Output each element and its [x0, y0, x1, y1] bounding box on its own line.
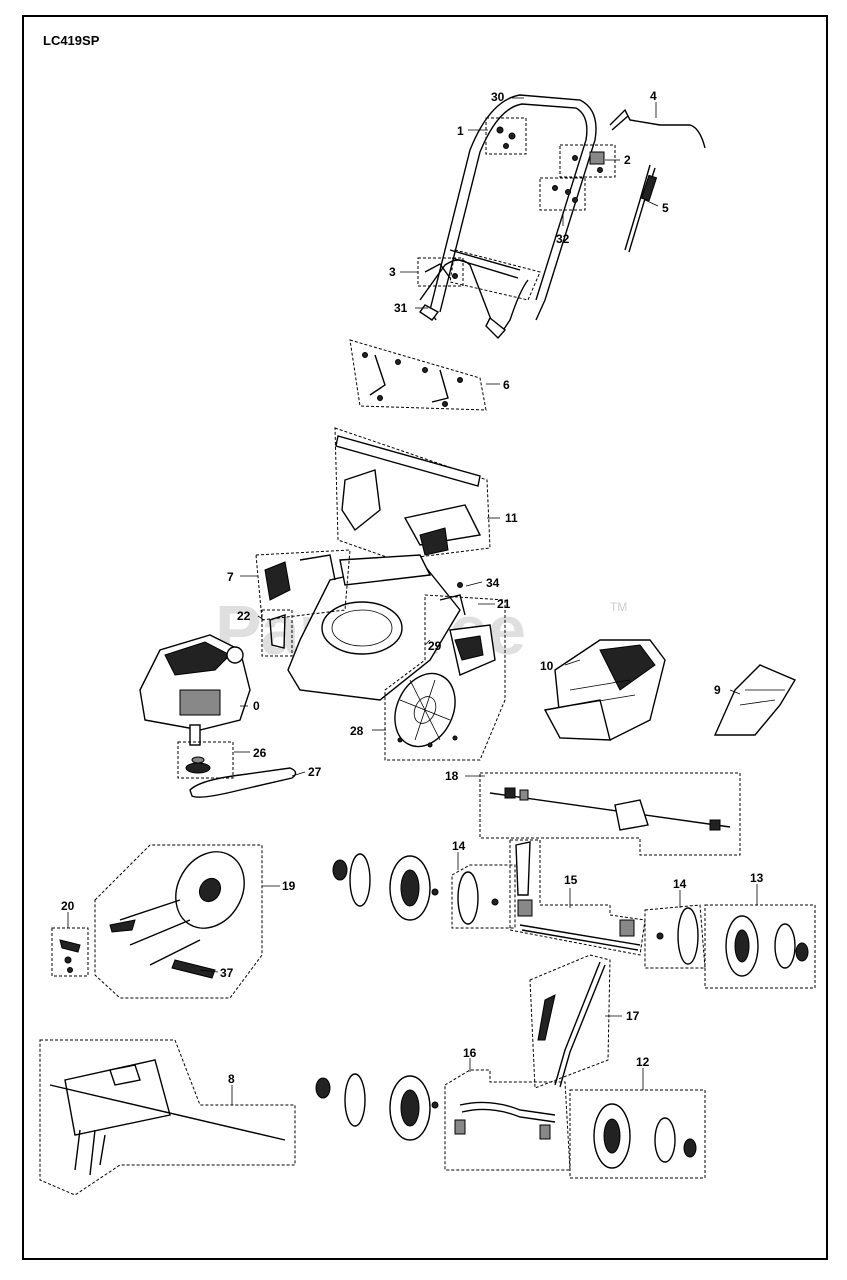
callout-13: 13: [750, 871, 764, 885]
mower-deck[interactable]: [287, 554, 461, 701]
callout-32: 32: [556, 232, 570, 246]
part-11-group[interactable]: [334, 427, 491, 561]
callout-16: 16: [463, 1046, 477, 1060]
part-7-group[interactable]: [255, 549, 351, 621]
callout-37: 37: [220, 966, 234, 980]
part-22-group[interactable]: [261, 609, 293, 657]
callout-labels: 0 1 2 3 4 5 6 7 8 9 10 11 12 13 14 14 15…: [61, 89, 764, 1086]
callout-19: 19: [282, 879, 296, 893]
part-20-group[interactable]: [51, 927, 89, 977]
callout-28: 28: [350, 724, 364, 738]
callout-7: 7: [227, 570, 234, 584]
callout-9: 9: [714, 683, 721, 697]
wheel-hubcap-left-upper[interactable]: [332, 853, 371, 907]
callout-6: 6: [503, 378, 510, 392]
wheel-left-lower[interactable]: [389, 1075, 439, 1141]
callout-1: 1: [457, 124, 464, 138]
callout-22: 22: [237, 609, 251, 623]
wheel-hubcap-left-lower[interactable]: [315, 1073, 366, 1127]
part-18-group[interactable]: [479, 772, 741, 856]
wheel-left-upper[interactable]: [389, 855, 439, 921]
callout-4: 4: [650, 89, 657, 103]
callout-8: 8: [228, 1072, 235, 1086]
model-label: LC419SP: [43, 33, 100, 48]
callout-20: 20: [61, 899, 75, 913]
callout-0: 0: [253, 699, 260, 713]
part-14-left-group[interactable]: [451, 864, 516, 929]
engine[interactable]: [139, 634, 251, 746]
part-17-group[interactable]: [529, 954, 611, 1089]
part-2-group[interactable]: [559, 144, 616, 178]
callout-26: 26: [253, 746, 267, 760]
callout-5: 5: [662, 201, 669, 215]
grass-bag[interactable]: [543, 639, 666, 741]
callout-10: 10: [540, 659, 554, 673]
callout-12: 12: [636, 1055, 650, 1069]
part-26-group[interactable]: [177, 741, 234, 779]
part-15-group[interactable]: [509, 839, 646, 956]
part-8-group[interactable]: [39, 1039, 296, 1196]
callout-27: 27: [308, 765, 322, 779]
diagram-frame: [22, 15, 828, 1260]
callout-17: 17: [626, 1009, 640, 1023]
part-21-29-group[interactable]: [384, 582, 506, 761]
handle-assembly[interactable]: [419, 94, 597, 340]
callout-14-left: 14: [452, 839, 466, 853]
callout-2: 2: [624, 153, 631, 167]
callout-11: 11: [505, 511, 518, 525]
callout-21: 21: [497, 597, 511, 611]
callout-30: 30: [491, 90, 505, 104]
part-32-group[interactable]: [539, 177, 586, 211]
watermark-trademark: TM: [610, 600, 628, 614]
callout-31: 31: [394, 301, 408, 315]
fan-28[interactable]: [384, 664, 467, 757]
part-13-group[interactable]: [704, 904, 816, 989]
leader-lines: [67, 97, 758, 1105]
part-14-right-group[interactable]: [644, 904, 706, 969]
callout-15: 15: [564, 873, 578, 887]
callout-18: 18: [445, 769, 459, 783]
drive-belt[interactable]: [189, 767, 297, 798]
part-1-group[interactable]: [485, 117, 527, 155]
bail-lever-and-cable[interactable]: [609, 108, 706, 253]
callout-3: 3: [389, 265, 396, 279]
callout-34: 34: [486, 576, 500, 590]
callout-29: 29: [428, 639, 442, 653]
part-6-group[interactable]: [349, 339, 487, 411]
callout-14-right: 14: [673, 877, 687, 891]
part-19-group[interactable]: [94, 839, 263, 999]
part-12-group[interactable]: [569, 1089, 706, 1179]
rear-flap[interactable]: [713, 664, 797, 736]
part-16-group[interactable]: [444, 1069, 571, 1171]
